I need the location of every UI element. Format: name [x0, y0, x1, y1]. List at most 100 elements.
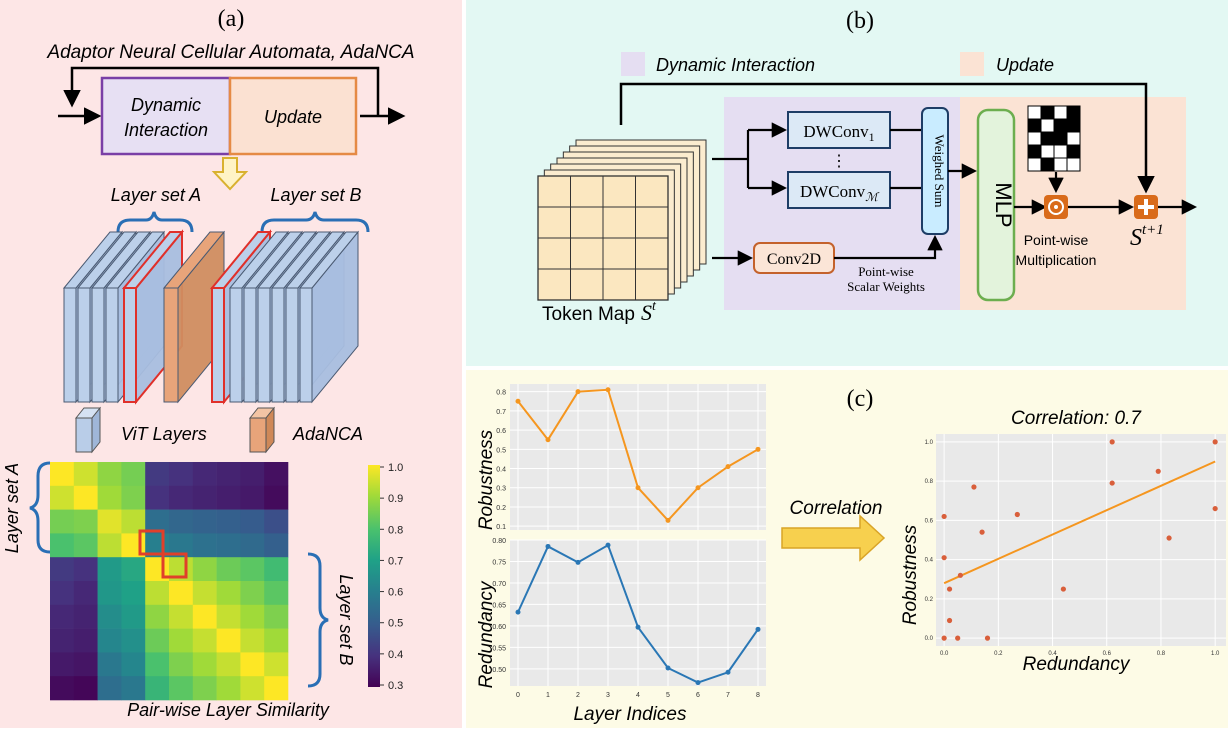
x-tick-label: 0.2 [994, 651, 1003, 657]
scatter-point [941, 555, 947, 561]
heatmap-cell [192, 509, 217, 534]
highlight-cell-1 [138, 529, 165, 556]
data-point [545, 543, 551, 549]
mask-cell [1027, 118, 1042, 133]
conv2d-label: Conv2D [767, 251, 821, 268]
heatmap-cell [240, 604, 265, 629]
x-tick-label: 0.0 [940, 651, 949, 657]
heatmap-cell [169, 485, 194, 510]
mask-cell [1066, 157, 1081, 172]
vit-layer [123, 287, 137, 403]
heatmap-cell [121, 485, 146, 510]
binary-mask [1027, 105, 1081, 172]
heatmap-cell [240, 581, 265, 606]
dynamic-box-line2: Interaction [124, 120, 208, 140]
y-tick-label: 0.60 [492, 624, 506, 631]
heatmap-brace-a [29, 461, 51, 554]
x-tick-label: 3 [606, 692, 610, 699]
adanca-layer [163, 287, 179, 403]
vit-layer [91, 287, 105, 403]
mask-cell [1040, 105, 1055, 120]
heatmap-cell [264, 604, 289, 629]
heatmap-cell [50, 557, 75, 582]
heatmap-cell [73, 604, 98, 629]
vit-legend-label: ViT Layers [121, 424, 207, 444]
heatmap-cell [50, 462, 75, 487]
heatmap-cell [97, 652, 122, 677]
scatter-point [1060, 586, 1066, 592]
mask-cell [1053, 157, 1068, 172]
x-tick-label: 2 [576, 692, 580, 699]
y-tick-label: 0.2 [496, 505, 506, 512]
data-point [755, 626, 761, 632]
heatmap-cell [216, 604, 241, 629]
heatmap-cell [192, 485, 217, 510]
data-point [515, 398, 521, 404]
heatmap-cell [216, 462, 241, 487]
heatmap-cell [121, 581, 146, 606]
vit-layer [105, 287, 119, 403]
mask-cell [1040, 131, 1055, 146]
scatter-point [1155, 468, 1161, 474]
colorbar-tick-label: 0.7 [388, 555, 403, 567]
colorbar [368, 465, 380, 687]
heatmap-cell [145, 604, 170, 629]
adanca-legend-icon [248, 406, 276, 454]
heatmap-brace-b [307, 552, 329, 688]
vit-layer [271, 287, 285, 403]
heatmap-cell [192, 581, 217, 606]
scatter-point [946, 617, 953, 624]
dynamic-box-line1: Dynamic [131, 95, 201, 115]
x-tick-label: 1 [546, 692, 550, 699]
mask-cell [1053, 144, 1068, 159]
highlight-cell-2 [161, 552, 188, 579]
heatmap-cell [264, 581, 289, 606]
heatmap-layer-set-a: Layer set A [2, 463, 22, 553]
y-tick-label: 0.4 [925, 558, 934, 564]
y-tick-label: 0.8 [496, 390, 506, 397]
dwconvm-block [787, 171, 891, 209]
layer-set-a-brace [116, 211, 194, 233]
panel-a-title: Adaptor Neural Cellular Automata, AdaNCA [46, 42, 414, 63]
update-legend-swatch [960, 52, 984, 76]
heatmap-cell [145, 485, 170, 510]
scatter-point [1014, 511, 1020, 518]
heatmap-cell [216, 652, 241, 677]
heatmap-cell [121, 676, 146, 701]
data-point [515, 609, 521, 615]
y-tick-label: 0.1 [496, 524, 506, 531]
y-tick-label: 0.6 [925, 518, 934, 524]
correlation-arrow-label: Correlation [790, 498, 883, 519]
heatmap-cell [264, 652, 289, 677]
heatmap-cell [50, 652, 75, 677]
data-point [635, 485, 641, 491]
robustness-axis-label: Robustness [476, 429, 497, 530]
loop-arrow [63, 66, 380, 116]
colorbar-tick-label: 0.6 [388, 587, 403, 599]
weighed-sum-label: Weighed Sum [932, 135, 947, 208]
scatter-point [941, 635, 947, 641]
mask-cell [1053, 105, 1068, 120]
heatmap-cell [240, 485, 265, 510]
redundancy-axis-label: Redundancy [476, 580, 497, 688]
heatmap-cell [97, 581, 122, 606]
heatmap-cell [50, 509, 75, 534]
scatter-point [941, 513, 947, 520]
token-map-cube [537, 139, 707, 301]
heatmap-layer-set-b: Layer set B [336, 574, 356, 665]
heatmap-cell [97, 533, 122, 558]
heatmap-cell [73, 485, 98, 510]
heatmap-cell [73, 557, 98, 582]
heatmap-cell [216, 485, 241, 510]
data-point [575, 389, 581, 395]
down-arrow-icon [211, 157, 249, 191]
scatter-point [1212, 505, 1218, 512]
update-legend-label: Update [996, 55, 1054, 75]
heatmap-cell [240, 533, 265, 558]
similarity-heatmap [50, 462, 289, 701]
layer-set-a-label: Layer set A [111, 185, 201, 205]
y-tick-label: 0.8 [925, 479, 934, 485]
heatmap-cell [121, 628, 146, 653]
heatmap-cell [216, 557, 241, 582]
